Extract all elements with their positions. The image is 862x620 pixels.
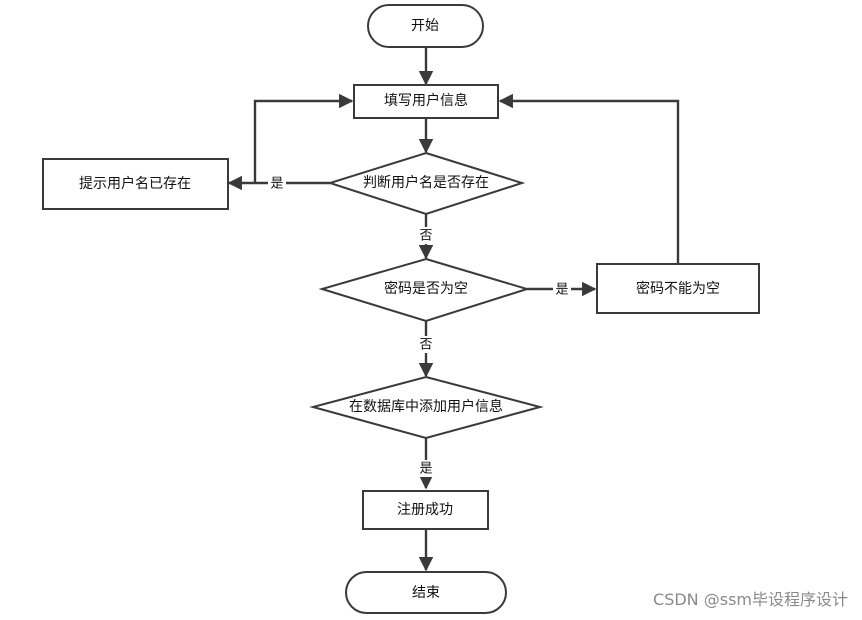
check-username-label: 判断用户名是否存在 [363,174,489,191]
edge-empty-msg-back-to-fill [498,93,680,264]
register-success-label: 注册成功 [397,502,453,518]
add-to-db-decision: 在数据库中添加用户信息 [309,375,544,440]
add-to-db-label: 在数据库中添加用户信息 [349,398,503,415]
fill-info-label: 填写用户信息 [384,92,468,109]
password-yes-text: 是 [555,283,568,298]
edge-label-username-yes: 是 [268,175,286,192]
check-username-decision: 判断用户名是否存在 [326,151,526,216]
end-node-label: 结束 [412,585,440,601]
password-no-text: 否 [419,338,432,353]
register-success-box: 注册成功 [362,490,489,530]
edge-label-password-yes: 是 [553,281,571,298]
fill-info-box: 填写用户信息 [353,84,499,119]
edge-label-db-yes: 是 [417,460,435,477]
edge-label-password-no: 否 [417,336,435,353]
password-not-empty-label: 密码不能为空 [636,280,720,297]
password-not-empty-box: 密码不能为空 [596,263,760,314]
username-yes-text: 是 [270,177,283,192]
password-empty-decision: 密码是否为空 [318,257,531,323]
username-no-text: 否 [419,229,432,244]
watermark: CSDN @ssm毕设程序设计 [653,590,848,609]
username-exists-label: 提示用户名已存在 [79,175,191,192]
start-node-label: 开始 [411,18,439,34]
db-yes-text: 是 [419,462,432,477]
edge-exists-msg-back-to-fill [253,93,354,183]
edge-label-username-no: 否 [417,227,435,244]
start-node: 开始 [367,4,484,48]
password-empty-label: 密码是否为空 [384,280,468,297]
username-exists-box: 提示用户名已存在 [42,158,229,210]
end-node: 结束 [345,571,507,614]
